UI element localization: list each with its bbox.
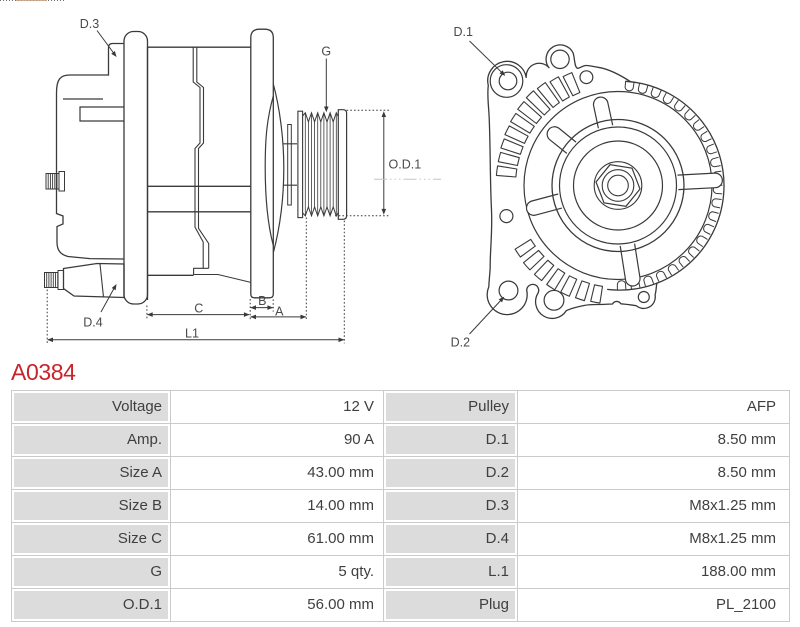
svg-text:B: B xyxy=(258,294,266,308)
svg-text:G: G xyxy=(321,45,331,59)
svg-text:D.3: D.3 xyxy=(80,17,100,31)
svg-text:C: C xyxy=(194,302,203,316)
svg-text:D.4: D.4 xyxy=(83,316,103,330)
svg-text:D.1: D.1 xyxy=(454,25,474,39)
svg-text:D.2: D.2 xyxy=(451,335,471,349)
svg-text:A: A xyxy=(275,305,284,319)
svg-text:O.D.1: O.D.1 xyxy=(389,158,422,172)
svg-text:L1: L1 xyxy=(185,327,199,341)
